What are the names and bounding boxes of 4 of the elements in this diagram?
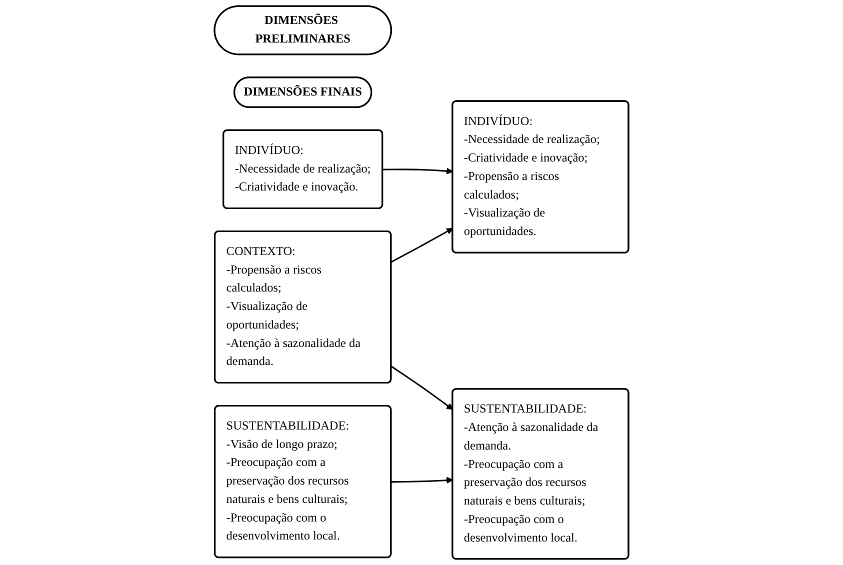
arrow: [390, 366, 454, 410]
arrow: [390, 228, 454, 263]
arrow: [382, 168, 454, 174]
arrow: [391, 476, 454, 484]
